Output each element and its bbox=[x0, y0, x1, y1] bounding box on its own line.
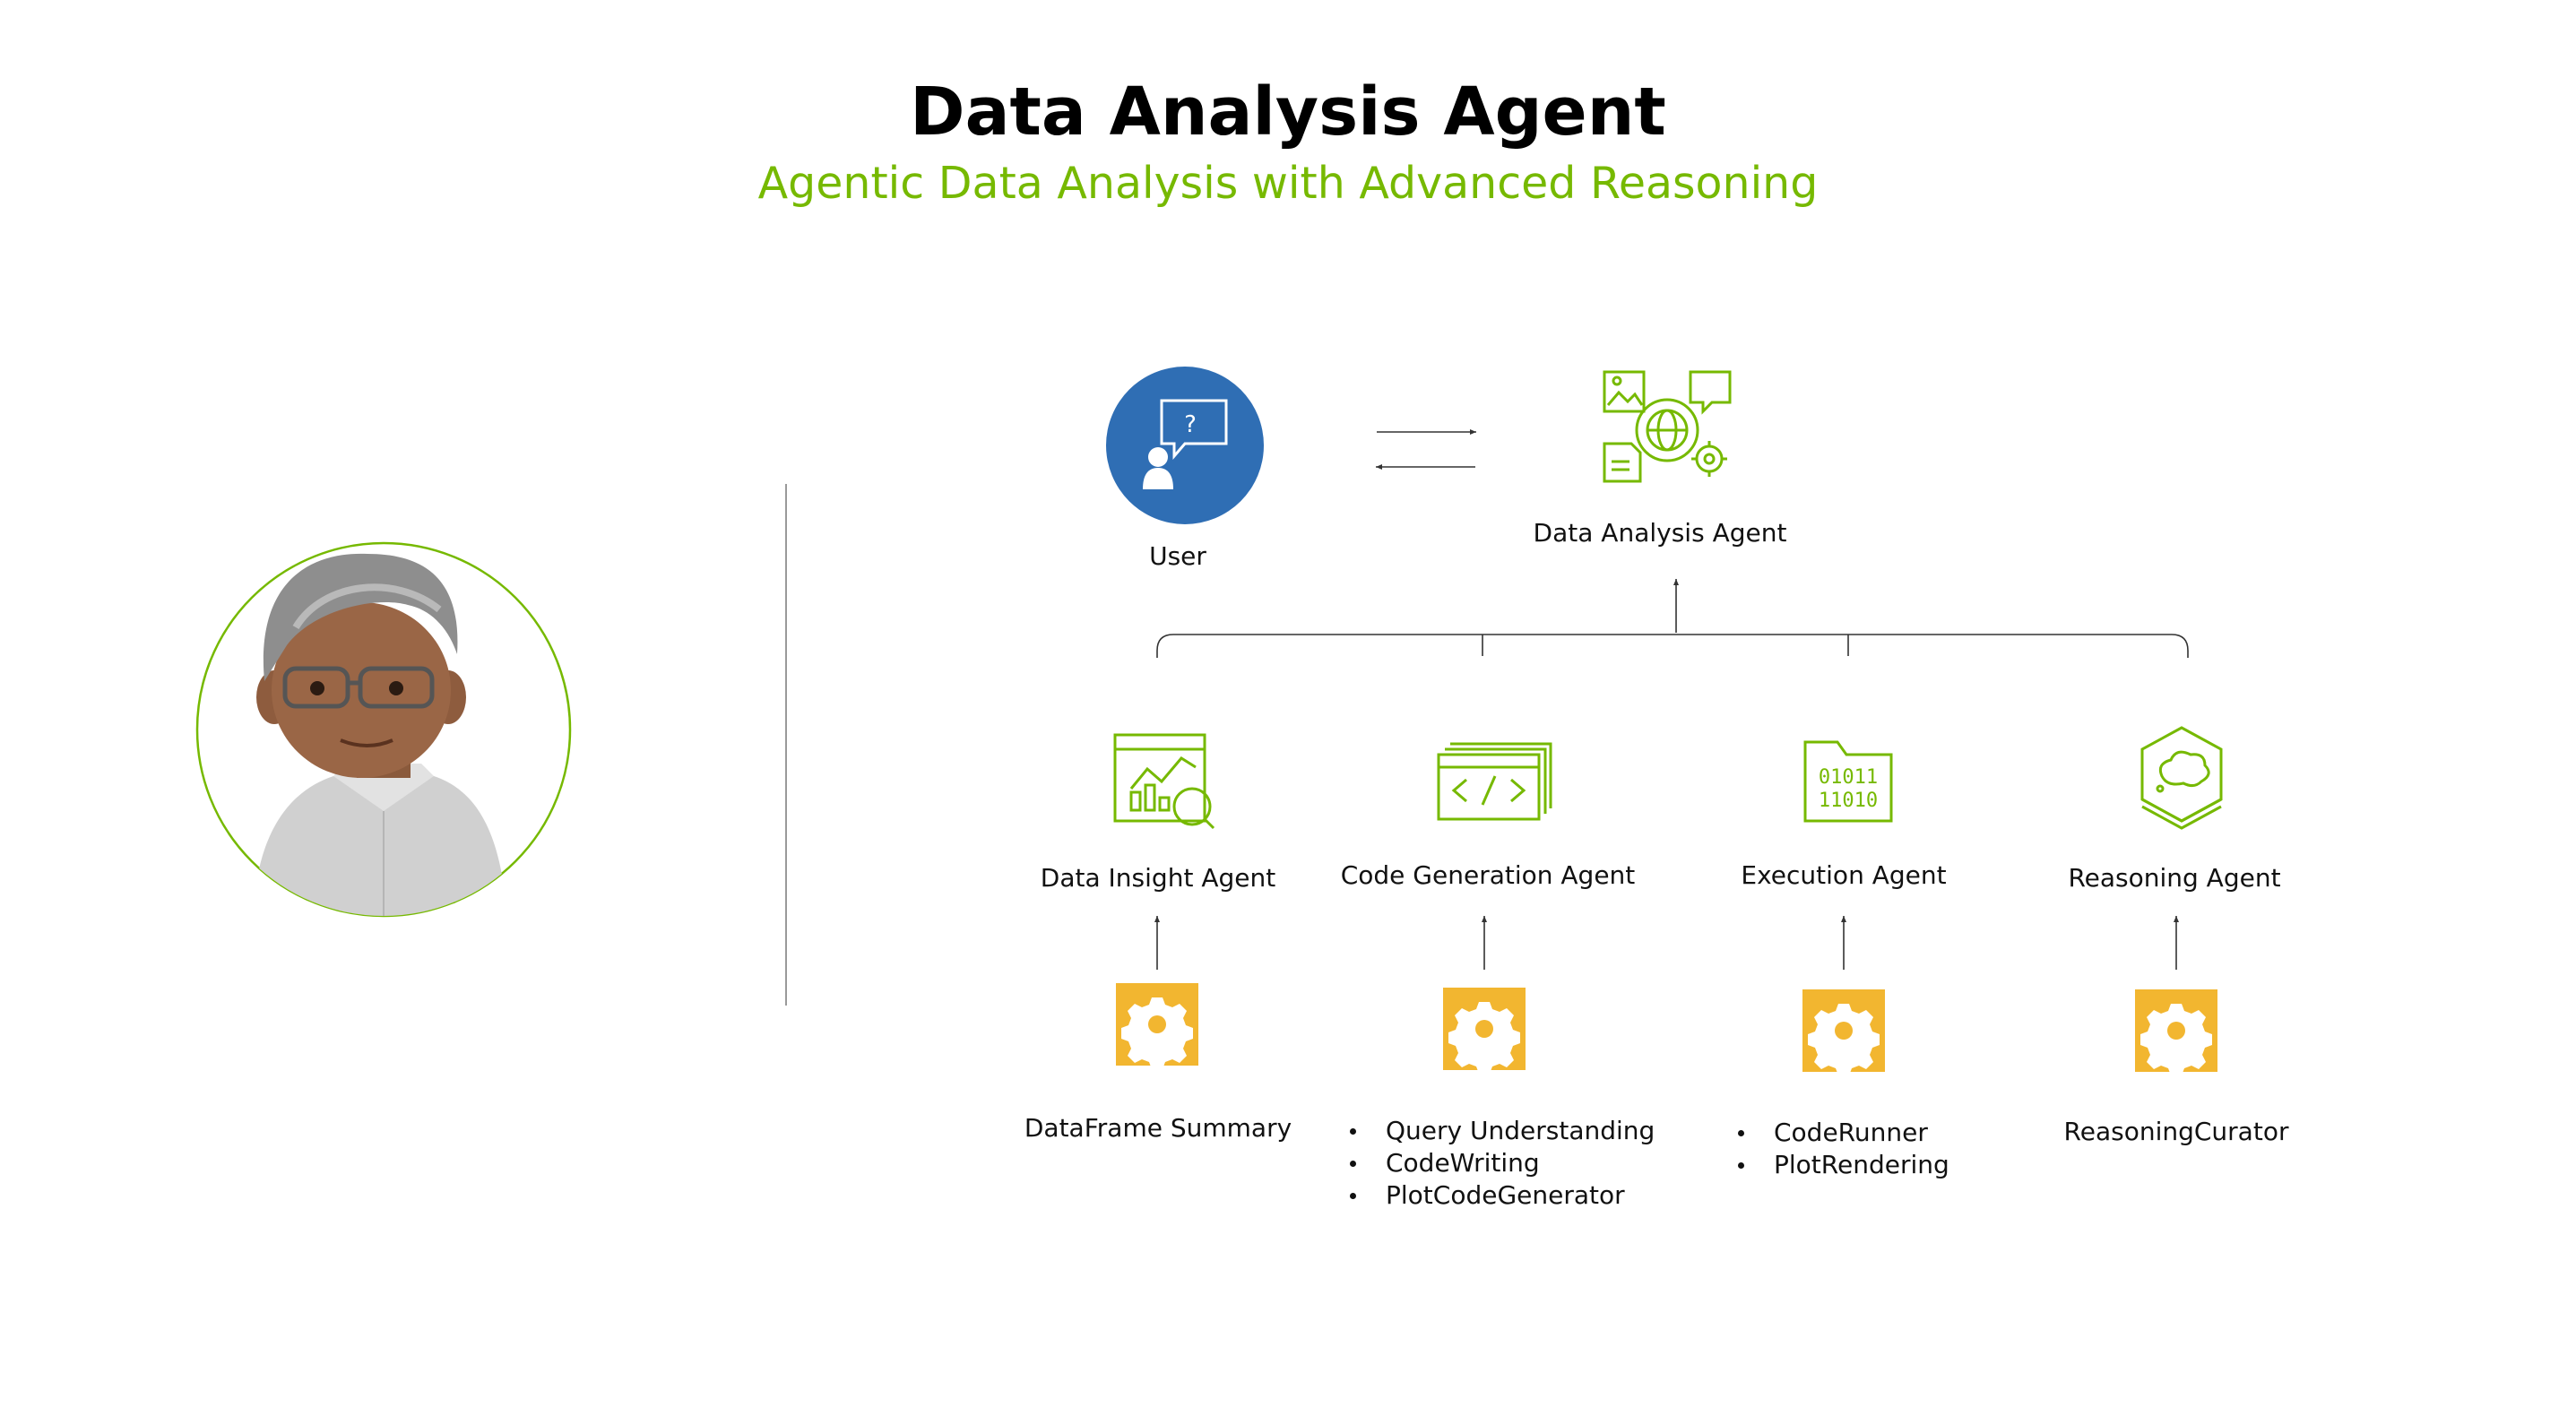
gear-icon bbox=[2135, 989, 2217, 1075]
tool-list: CodeRunner PlotRendering bbox=[1736, 1117, 1949, 1181]
agent-tree-bracket bbox=[1156, 634, 2189, 658]
main-agent-label: Data Analysis Agent bbox=[1533, 518, 1787, 548]
user-label: User bbox=[1149, 541, 1206, 571]
tool-label: DataFrame Summary bbox=[1024, 1113, 1292, 1143]
svg-text:?: ? bbox=[1184, 411, 1197, 438]
gear-icon bbox=[1443, 988, 1526, 1074]
sub-agent-label: Code Generation Agent bbox=[1340, 860, 1636, 890]
tool-item: CodeWriting bbox=[1348, 1147, 1655, 1179]
sub-agent-label: Data Insight Agent bbox=[1040, 863, 1276, 893]
presenter-avatar bbox=[195, 541, 572, 918]
sub-agent-label: Reasoning Agent bbox=[2068, 863, 2281, 893]
tool-list: Query Understanding CodeWriting PlotCode… bbox=[1348, 1115, 1655, 1212]
tool-item: PlotCodeGenerator bbox=[1348, 1179, 1655, 1212]
page-title: Data Analysis Agent bbox=[910, 73, 1666, 151]
reasoning-cube-icon bbox=[2140, 726, 2223, 830]
sub-agent-label: Execution Agent bbox=[1741, 860, 1947, 890]
gear-icon bbox=[1116, 983, 1198, 1069]
svg-text:11010: 11010 bbox=[1819, 790, 1878, 812]
binary-folder-icon: 01011 11010 bbox=[1803, 740, 1893, 823]
tool-item: Query Understanding bbox=[1348, 1115, 1655, 1147]
tool-item: PlotRendering bbox=[1736, 1149, 1949, 1181]
page-subtitle: Agentic Data Analysis with Advanced Reas… bbox=[757, 158, 1819, 209]
gear-icon bbox=[1802, 989, 1885, 1075]
data-analysis-network-icon bbox=[1603, 370, 1732, 483]
svg-text:01011: 01011 bbox=[1819, 766, 1878, 789]
tool-label: ReasoningCurator bbox=[2063, 1117, 2289, 1146]
code-window-icon bbox=[1437, 742, 1552, 821]
tool-item: CodeRunner bbox=[1736, 1117, 1949, 1149]
user-question-icon: ? bbox=[1106, 367, 1264, 524]
chart-magnifier-icon bbox=[1113, 733, 1215, 830]
